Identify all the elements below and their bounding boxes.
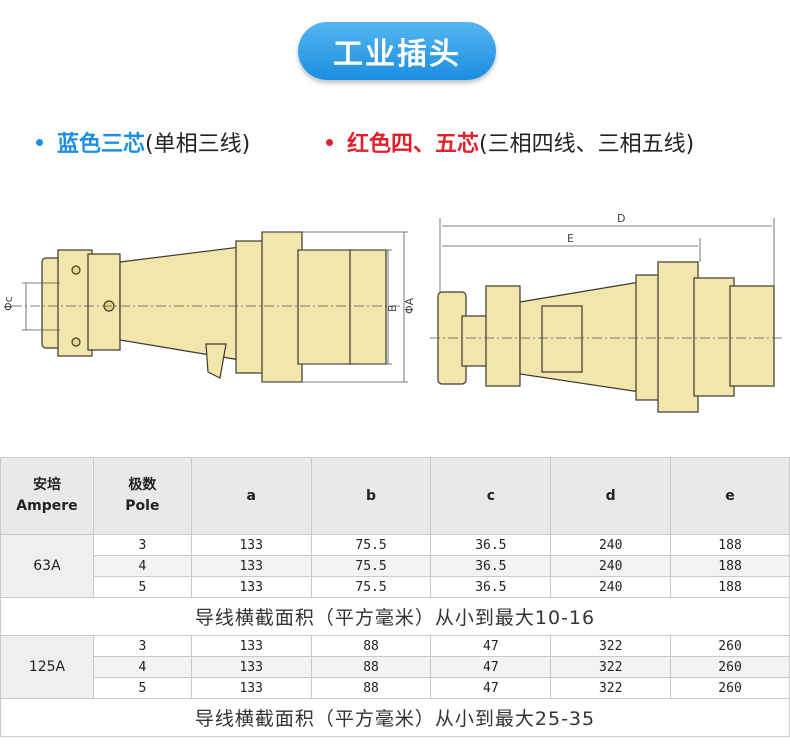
dim-label-b: B: [386, 304, 399, 312]
table-row: 125A 3 133 88 47 322 260: [0, 635, 790, 699]
subtitle-rest: (三相四线、三相五线): [479, 132, 695, 157]
cell-b: 75.5: [310, 534, 432, 556]
pole-cell: 5: [92, 576, 192, 598]
header-a: a: [190, 457, 312, 535]
cell-e: 260: [670, 677, 790, 699]
subtitle-red-four-five-core: 红色四、五芯 (三相四线、三相五线): [326, 126, 694, 158]
table-row: 4 133 75.5 36.5 240 188: [1, 555, 790, 577]
note-row: 导线横截面积（平方毫米）从小到最大25-35: [0, 698, 790, 737]
subtitle-highlight: 蓝色三芯: [57, 132, 146, 157]
cell-e: 188: [670, 555, 790, 577]
cell-c: 36.5: [430, 555, 552, 577]
cell-c: 36.5: [430, 576, 552, 598]
wire-section-note: 导线横截面积（平方毫米）从小到最大25-35: [0, 698, 790, 737]
cell-c: 47: [430, 677, 552, 699]
pole-cell: 5: [92, 677, 192, 699]
cell-e: 260: [670, 635, 790, 657]
plug-side-view-2: [437, 261, 775, 413]
plug-dimension-drawing: Φc B ΦA D E: [2, 212, 784, 413]
pole-cell: 3: [92, 534, 192, 556]
pole-cell: 4: [92, 656, 192, 678]
table-row: 5 133 88 47 322 260: [1, 677, 790, 699]
pole-cell: 4: [92, 555, 192, 577]
cell-a: 133: [190, 677, 312, 699]
cell-d: 240: [550, 555, 672, 577]
bullet-dot-icon: [326, 138, 333, 146]
subtitle-rest: (单相三线): [145, 132, 251, 157]
title-banner: 工业插头: [298, 22, 496, 80]
cell-a: 133: [190, 555, 312, 577]
cell-a: 133: [190, 635, 312, 657]
note-row: 导线横截面积（平方毫米）从小到最大10-16: [0, 597, 790, 636]
subtitle-blue-three-core: 蓝色三芯 (单相三线): [36, 126, 250, 158]
cell-b: 88: [310, 635, 432, 657]
cell-a: 133: [190, 656, 312, 678]
cell-b: 88: [310, 677, 432, 699]
page-title: 工业插头: [333, 37, 461, 72]
header-c: c: [430, 457, 552, 535]
cell-e: 188: [670, 576, 790, 598]
dim-label-phi-c: Φc: [2, 296, 15, 311]
header-d: d: [550, 457, 672, 535]
dim-label-phi-a: ΦA: [403, 297, 416, 314]
table-row: 4 133 88 47 322 260: [1, 656, 790, 678]
cell-d: 240: [550, 576, 672, 598]
header-b: b: [310, 457, 432, 535]
cell-b: 75.5: [310, 576, 432, 598]
cell-a: 133: [190, 534, 312, 556]
plug-side-view: [41, 231, 387, 383]
cell-e: 188: [670, 534, 790, 556]
cell-e: 260: [670, 656, 790, 678]
table-row: 5 133 75.5 36.5 240 188: [1, 576, 790, 598]
cell-c: 47: [430, 635, 552, 657]
cell-a: 133: [190, 576, 312, 598]
cell-b: 75.5: [310, 555, 432, 577]
dim-label-e: E: [567, 232, 574, 245]
ampere-cell: 125A: [0, 635, 94, 699]
dim-label-d: D: [617, 212, 625, 225]
cell-d: 322: [550, 635, 672, 657]
cell-c: 36.5: [430, 534, 552, 556]
bullet-dot-icon: [36, 138, 43, 146]
cell-d: 240: [550, 534, 672, 556]
subtitle-highlight: 红色四、五芯: [347, 132, 480, 157]
pole-cell: 3: [92, 635, 192, 657]
table-row: 63A 3 133 75.5 36.5 240 188: [0, 534, 790, 598]
cell-b: 88: [310, 656, 432, 678]
cell-d: 322: [550, 656, 672, 678]
wire-section-note: 导线横截面积（平方毫米）从小到最大10-16: [0, 597, 790, 636]
header-e: e: [670, 457, 790, 535]
ampere-cell: 63A: [0, 534, 94, 598]
cell-d: 322: [550, 677, 672, 699]
cell-c: 47: [430, 656, 552, 678]
